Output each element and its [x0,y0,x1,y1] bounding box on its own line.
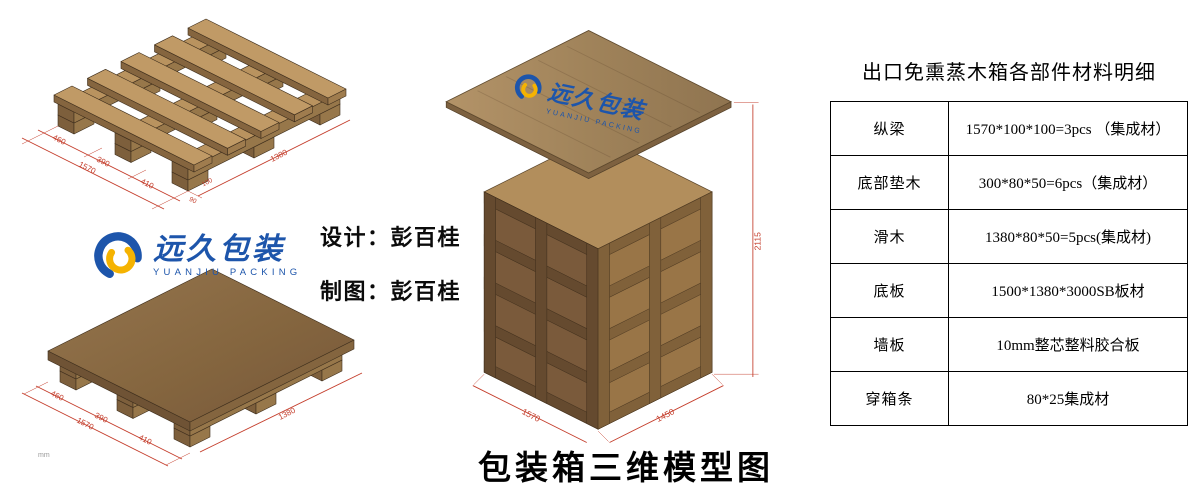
part-spec-cell: 300*80*50=6pcs（集成材） [948,155,1188,210]
brand-logo: 远久包装 YUANJIU PACKING [90,228,301,284]
dim-label: 1450 [654,406,676,424]
table-row: 墙板 10mm整芯整料胶合板 [830,317,1188,372]
crate-right-face [597,191,713,430]
board-dim-lines [21,372,363,467]
table-row: 穿箱条 80*25集成材 [830,371,1188,426]
dim-label: 460 [51,133,67,147]
materials-panel: 出口免熏蒸木箱各部件材料明细 纵梁 1570*100*100=3pcs （集成材… [826,56,1192,426]
crate-dim-lines [472,102,759,443]
dim-label: 100 [201,177,214,188]
dim-label: 460 [49,389,65,403]
page-title: 包装箱三维模型图 [478,449,774,486]
table-row: 滑木 1380*80*50=5pcs(集成材) [830,209,1188,264]
part-name-cell: 滑木 [830,209,949,264]
unit-watermark: mm [38,452,50,459]
frame-dim-lines [21,119,351,210]
dim-label: 390 [95,155,111,169]
part-spec-cell: 1570*100*100=3pcs （集成材） [948,101,1188,156]
part-spec-cell: 10mm整芯整料胶合板 [948,317,1188,372]
part-name-cell: 底部垫木 [830,155,949,210]
table-row: 纵梁 1570*100*100=3pcs （集成材） [830,101,1188,156]
table-row: 底部垫木 300*80*50=6pcs（集成材） [830,155,1188,210]
pallet-frame-drawing: 460 390 410 1570 1380 100 90 [21,18,351,210]
part-spec-cell: 1500*1380*3000SB板材 [948,263,1188,318]
credit-draft: 制图：彭百桂 [320,279,462,304]
dim-label: 410 [139,177,155,191]
crate-lid [445,30,732,174]
brand-name-en: YUANJIU PACKING [153,267,302,279]
part-name-cell: 墙板 [830,317,949,372]
part-name-cell: 穿箱条 [830,371,949,426]
crate-left-face [483,191,599,430]
table-row: 底板 1500*1380*3000SB板材 [830,263,1188,318]
pallet-frame-wood [53,18,347,192]
dim-label: 1570 [520,406,542,424]
dim-label: 410 [137,433,153,447]
pallet-board-wood [47,268,355,448]
dim-label: 1380 [269,147,289,163]
dim-label: 390 [93,411,109,425]
dim-label: 2115 [752,232,762,251]
brand-name-cn: 远久包装 [153,232,285,266]
brand-swoosh-icon [94,232,142,280]
crate-drawing: 远久包装 YUANJIU PACKING 2115 1450 1570 [445,30,762,443]
lid-swoosh-icon [514,74,542,101]
credit-design: 设计：彭百桂 [320,225,462,250]
dim-label: 1380 [277,405,297,421]
materials-table-title: 出口免熏蒸木箱各部件材料明细 [862,62,1156,84]
pallet-board-drawing: 460 390 410 1570 1380 [21,268,363,467]
part-name-cell: 纵梁 [830,101,949,156]
materials-table: 纵梁 1570*100*100=3pcs （集成材） 底部垫木 300*80*5… [830,101,1188,426]
part-spec-cell: 1380*80*50=5pcs(集成材) [948,209,1188,264]
part-name-cell: 底板 [830,263,949,318]
part-spec-cell: 80*25集成材 [948,371,1188,426]
dim-label: 90 [188,196,198,206]
